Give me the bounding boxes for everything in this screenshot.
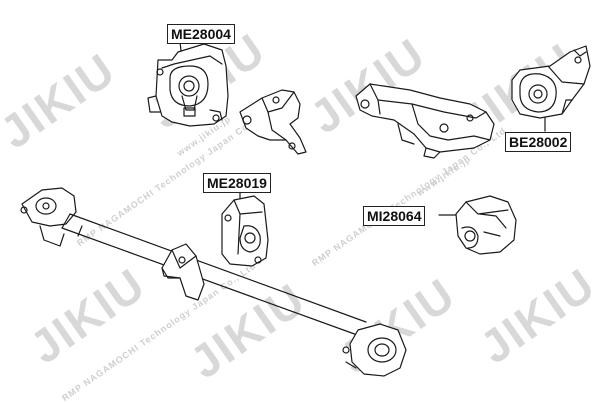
engine-mount-part-be28002: [511, 45, 591, 119]
part-label-me28004: ME28004: [167, 24, 235, 44]
part-label-mi28064: MI28064: [363, 206, 426, 226]
engine-mount-part-me28004: [147, 43, 229, 127]
part-label-me28019: ME28019: [203, 173, 271, 193]
support-arm-part: [355, 83, 495, 159]
crossmember-part: [20, 187, 407, 377]
engine-mount-part-me28019: [221, 195, 269, 267]
part-label-be28002: BE28002: [505, 132, 572, 152]
mount-bracket-part: [239, 89, 307, 155]
bushing-mount-part-mi28064: [455, 195, 517, 255]
